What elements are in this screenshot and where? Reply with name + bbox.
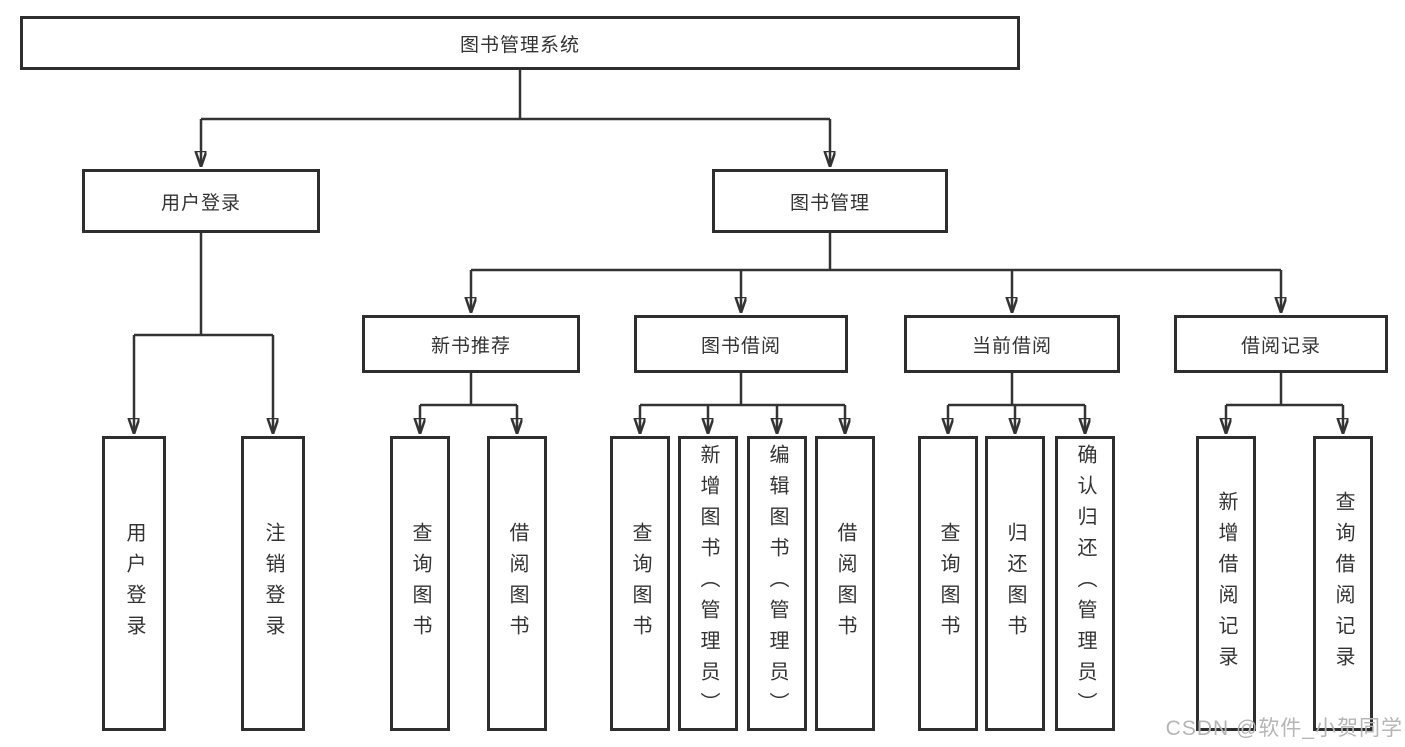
- node-label: 新书推荐: [430, 335, 511, 357]
- node-label: 用户登录: [123, 521, 145, 646]
- leaf-add-books-admin: 新增图书（管理员）: [678, 436, 738, 731]
- node-new-book-recommend: 新书推荐: [362, 315, 580, 373]
- csdn-watermark: CSDN @软件_小贺同学: [1165, 717, 1403, 740]
- leaf-return-books: 归还图书: [985, 436, 1045, 731]
- leaf-add-borrow-record: 新增借阅记录: [1196, 436, 1256, 731]
- leaf-borrow-books-recommend: 借阅图书: [487, 436, 547, 731]
- node-current-borrow: 当前借阅: [904, 315, 1120, 373]
- node-label: 注销登录: [262, 521, 284, 646]
- leaf-user-login: 用户登录: [102, 436, 166, 731]
- node-label: 图书借阅: [700, 335, 781, 357]
- node-user-login: 用户登录: [82, 169, 320, 233]
- leaf-query-borrow-record: 查询借阅记录: [1313, 436, 1373, 731]
- node-book-management: 图书管理: [712, 169, 948, 233]
- node-label: 查询借阅记录: [1332, 490, 1354, 677]
- node-label: 确认归还（管理员）: [1074, 444, 1096, 723]
- leaf-logout: 注销登录: [241, 436, 305, 731]
- node-label: 查询图书: [629, 521, 651, 646]
- node-label: 编辑图书（管理员）: [766, 444, 788, 723]
- node-label: 用户登录: [160, 192, 241, 214]
- connector-line-group: [134, 70, 1343, 433]
- leaf-query-books-borrow: 查询图书: [610, 436, 670, 731]
- node-label: 归还图书: [1004, 521, 1026, 646]
- leaf-edit-books-admin: 编辑图书（管理员）: [747, 436, 807, 731]
- node-label: 借阅图书: [506, 521, 528, 646]
- leaf-borrow-books: 借阅图书: [815, 436, 875, 731]
- node-book-borrow: 图书借阅: [634, 315, 848, 373]
- node-label: 借阅图书: [834, 521, 856, 646]
- node-label: 新增借阅记录: [1215, 490, 1237, 677]
- node-label: 查询图书: [937, 521, 959, 646]
- leaf-query-books-current: 查询图书: [918, 436, 978, 731]
- node-label: 图书管理: [789, 192, 870, 214]
- leaf-query-books-recommend: 查询图书: [390, 436, 450, 731]
- leaf-confirm-return-admin: 确认归还（管理员）: [1055, 436, 1115, 731]
- node-label: 图书管理系统: [459, 34, 580, 56]
- node-label: 新增图书（管理员）: [697, 444, 719, 723]
- node-borrow-records: 借阅记录: [1174, 315, 1388, 373]
- node-label: 当前借阅: [971, 335, 1052, 357]
- node-label: 查询图书: [409, 521, 431, 646]
- node-root-library-system: 图书管理系统: [20, 16, 1020, 70]
- node-label: 借阅记录: [1240, 335, 1321, 357]
